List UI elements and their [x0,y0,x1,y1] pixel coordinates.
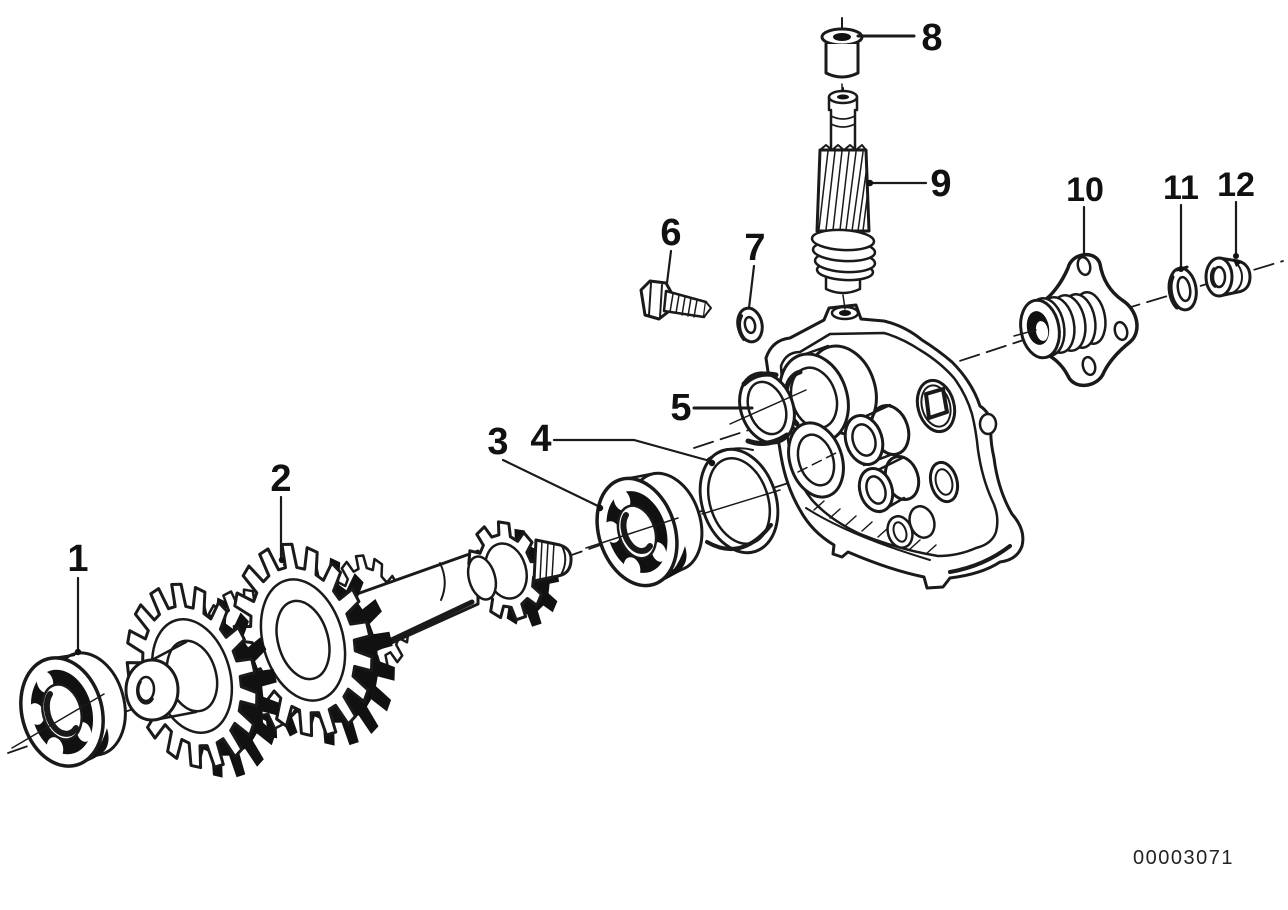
drawing-number: 00003071 [1133,847,1234,869]
part-label-6: 6 [660,212,681,254]
speedo-boss [830,305,860,321]
part-11-lock-washer [1167,265,1198,312]
part-label-11: 11 [1163,169,1199,207]
housing-bore-lower [787,421,845,499]
part-label-1: 1 [67,538,88,580]
housing-ear [978,412,998,436]
leader-7 [747,264,756,310]
part-9-speedometer-worm-shaft [810,87,877,310]
part-8-bush [820,17,864,99]
part-5-seal-ring [729,371,807,446]
part-3-ball-bearing [585,471,704,588]
gearbox-cover-housing [764,303,1025,590]
part-2-gear-cluster [124,520,573,778]
leader-4 [552,438,712,463]
part-label-10: 10 [1066,171,1104,209]
flange-hub [1013,291,1107,360]
part-4-spacer-ring [698,447,781,555]
part-label-8: 8 [921,17,942,59]
housing-boss-middle [843,403,911,467]
part-labels: 1 2 3 4 5 6 7 8 9 10 11 12 [67,17,1254,580]
part-1-ball-bearing [11,651,127,768]
part-10-output-flange [1013,253,1139,387]
part-label-5: 5 [670,387,691,429]
housing-bore-small-right [928,460,960,504]
leader-6 [665,249,673,285]
part-label-4: 4 [530,418,551,460]
part-6-bolt [639,279,712,321]
leader-3 [501,458,600,508]
housing-boss-lower [857,455,921,514]
housing-bore-square [915,378,957,434]
worm-thread [810,228,877,282]
part-label-7: 7 [744,227,765,269]
housing-boss-bottom [886,505,936,549]
part-12-collar-nut [1204,256,1252,298]
leader-lines [74,34,1239,656]
part-label-9: 9 [930,163,951,205]
gear-hub [124,640,198,722]
splined-shaft-tip [532,538,573,583]
part-label-2: 2 [270,458,291,500]
part-7-washer [736,306,764,344]
part-label-12: 12 [1217,166,1255,204]
gasket-line [779,331,999,558]
part-label-3: 3 [487,421,508,463]
